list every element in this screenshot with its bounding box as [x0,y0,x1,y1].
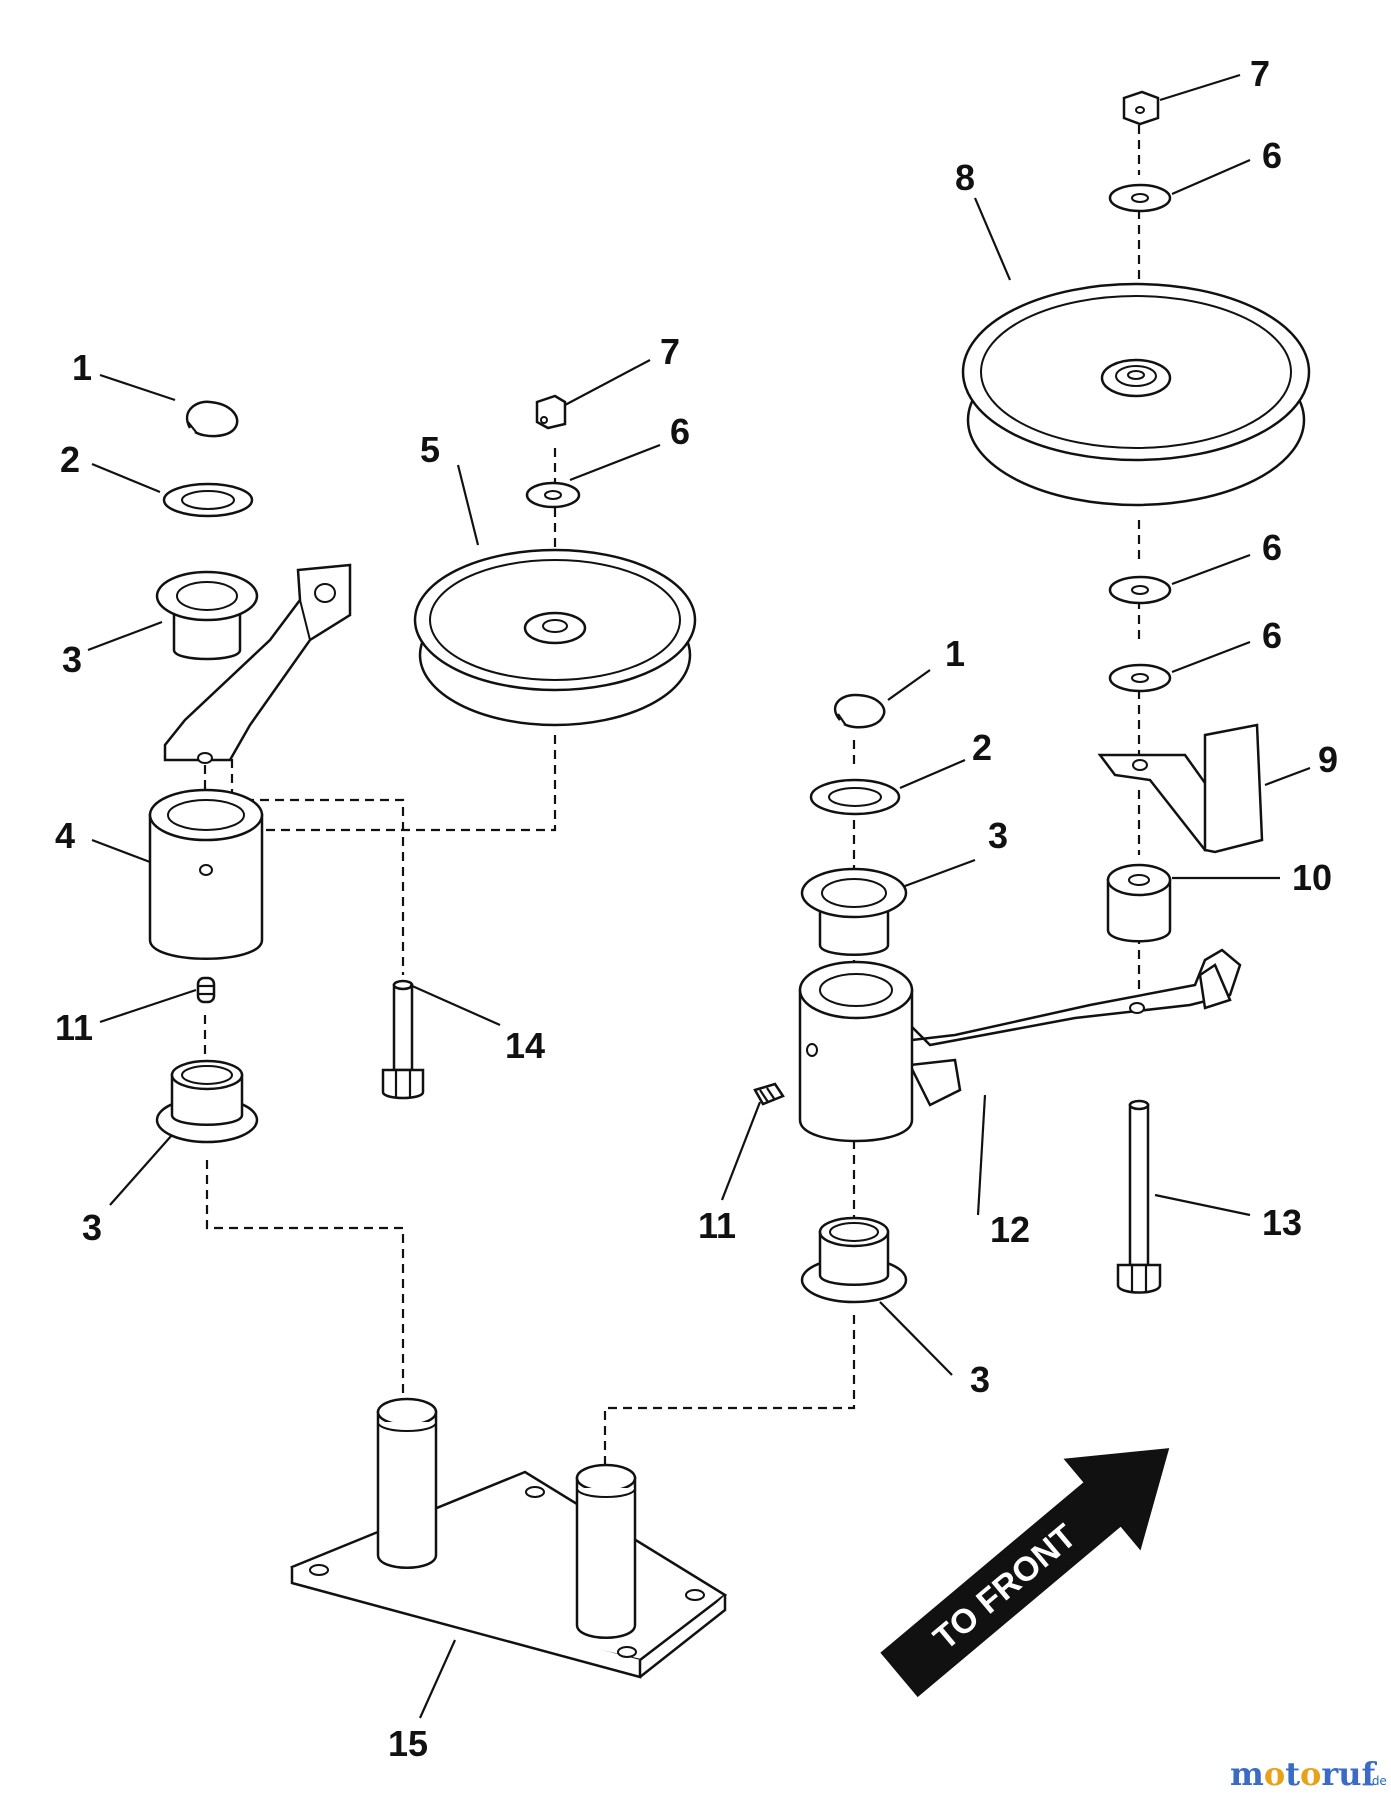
snap-ring-right [833,693,886,729]
to-front-arrow: TO FRONT [880,1448,1170,1698]
callout-6-left: 6 [670,411,690,452]
callout-15: 15 [388,1723,428,1764]
flange-bushing-right-lower [800,1216,908,1304]
nut-7-right [1122,90,1160,126]
flange-bushing-right-upper [800,867,908,956]
callout-numbers: 1 2 3 3 3 4 5 6 7 11 14 7 6 8 6 6 9 10 1… [55,53,1338,1764]
callout-8: 8 [955,157,975,198]
callout-10: 10 [1292,857,1332,898]
callout-1-right: 1 [945,633,965,674]
spacer-10 [1106,863,1172,943]
watermark-suffix: .de [1368,1774,1387,1788]
callout-4: 4 [55,815,75,856]
belt-guide-bracket-9 [1097,723,1264,854]
long-bolt-13 [1116,1099,1162,1294]
washer-right [809,778,901,816]
callout-2-left: 2 [60,439,80,480]
mounting-plate-15 [290,1397,728,1679]
idler-arm-left [163,563,352,764]
callout-11-right: 11 [698,1205,736,1246]
callout-7-right: 7 [1250,53,1270,94]
callout-3-right-lower: 3 [970,1359,990,1400]
to-front-label: TO FRONT [927,1517,1084,1658]
snap-ring-left [185,400,239,438]
callout-6-lower: 6 [1262,615,1282,656]
callout-5: 5 [420,429,440,470]
callout-3-right-upper: 3 [988,815,1008,856]
callout-12: 12 [990,1209,1030,1250]
washer-6-top [1108,183,1172,213]
callout-6-top: 6 [1262,135,1282,176]
callout-14: 14 [505,1025,545,1066]
washer-left [162,482,254,518]
callout-6-mid: 6 [1262,527,1282,568]
watermark-logo: motoruf .de [1230,1755,1387,1793]
set-screw-left [196,976,216,1004]
large-pulley-8 [961,282,1311,507]
set-screw-right [753,1082,785,1106]
callout-11-left: 11 [55,1007,93,1048]
idler-pulley-5 [413,548,697,727]
flange-bushing-left-upper [155,570,259,661]
washer-6-lower [1108,663,1172,693]
callout-3-left-upper: 3 [62,639,82,680]
nut-7-left [535,394,567,430]
flange-bushing-left-lower [155,1059,259,1144]
bolt-14 [381,979,425,1100]
callout-1-left: 1 [72,347,92,388]
callout-9: 9 [1318,739,1338,780]
leader-lines [87,73,1311,1719]
watermark-text: motoruf [1230,1755,1377,1793]
callout-2-right: 2 [972,727,992,768]
callout-13: 13 [1262,1202,1302,1243]
washer-6-mid [1108,575,1172,605]
callout-3-left-lower: 3 [82,1207,102,1248]
idler-arm-right [798,948,1242,1143]
washer-6-left [525,481,581,509]
pivot-tube-left [148,788,264,960]
callout-7-left: 7 [660,331,680,372]
